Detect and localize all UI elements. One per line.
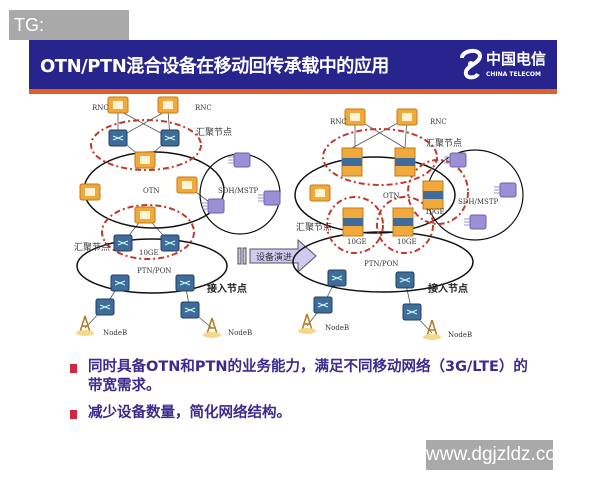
- switch-icon: [95, 298, 115, 316]
- sdh-node-icon: [201, 198, 225, 214]
- aggregation-label: 汇聚节点: [426, 138, 462, 149]
- nodeb-tower-icon: [297, 313, 317, 335]
- switch-icon: [175, 274, 195, 292]
- hybrid-highlight: [376, 196, 434, 254]
- arrow-label: 设备演进: [256, 251, 292, 263]
- bullet-item: 同时具备OTN和PTN的业务能力，满足不同移动网络（3G/LTE）的带宽需求。: [68, 358, 538, 396]
- aggregation-label: 汇聚节点: [296, 222, 332, 233]
- ptn-ring: [292, 231, 474, 293]
- bullet-marker-icon: [70, 410, 77, 419]
- otn-label: OTN: [143, 187, 160, 195]
- aggregation-highlight: [90, 119, 202, 171]
- access-label: 接入节点: [428, 282, 468, 295]
- evolution-arrow: 设备演进: [237, 238, 317, 274]
- 10ge-label: 10GE: [425, 208, 445, 216]
- hybrid-node-icon: [422, 180, 444, 210]
- nodeb-label: NodeB: [325, 324, 349, 332]
- otn-node-icon: [134, 206, 156, 224]
- rnc-label: RNC: [92, 104, 109, 112]
- switch-icon: [313, 296, 333, 314]
- hybrid-node-icon: [341, 147, 363, 177]
- china-telecom-logo: 中国电信 CHINA TELECOM: [458, 46, 553, 84]
- nodeb-label: NodeB: [448, 331, 472, 339]
- sdh-label: SDH/MSTP: [218, 187, 259, 195]
- bullet-list: 同时具备OTN和PTN的业务能力，满足不同移动网络（3G/LTE）的带宽需求。 …: [68, 358, 538, 431]
- sdh-node-icon: [443, 152, 467, 168]
- rnc-label: RNC: [330, 118, 347, 126]
- rnc-icon: [344, 108, 366, 126]
- 10ge-label: 10GE: [139, 249, 159, 257]
- ptn-label: PTN/PON: [364, 260, 398, 268]
- hybrid-highlight: [407, 159, 469, 225]
- hybrid-node-icon: [392, 207, 414, 237]
- slide-title: OTN/PTN混合设备在移动回传承载中的应用: [40, 56, 389, 77]
- sdh-node-icon: [493, 182, 517, 198]
- switch-icon: [180, 301, 200, 319]
- nodeb-label: NodeB: [228, 329, 252, 337]
- switch-icon: [327, 269, 347, 287]
- nodeb-tower-icon: [75, 315, 95, 337]
- logo-text-en: CHINA TELECOM: [486, 71, 541, 78]
- otn-node-icon: [79, 183, 101, 201]
- watermark-bottom: www.dgjzldz.com: [426, 440, 572, 470]
- switch-icon: [160, 234, 180, 252]
- rnc-label: RNC: [195, 104, 212, 112]
- aggregation-label: 汇聚节点: [196, 127, 232, 138]
- otn-node-icon: [134, 151, 156, 169]
- logo-text-cn: 中国电信: [486, 50, 547, 68]
- 10ge-label: 10GE: [397, 238, 417, 246]
- hybrid-node-icon: [342, 207, 364, 237]
- bullet-marker-icon: [70, 364, 77, 373]
- otn-node-icon: [309, 184, 331, 202]
- access-label: 接入节点: [207, 282, 247, 295]
- switch-icon: [113, 234, 133, 252]
- sdh-node-icon: [463, 214, 487, 230]
- rnc-icon: [157, 96, 179, 114]
- hybrid-highlight: [322, 128, 438, 186]
- aggregation-label: 汇聚节点: [74, 242, 110, 253]
- aggregation-highlight: [101, 204, 195, 260]
- bullet-text: 减少设备数量，简化网络结构。: [88, 405, 291, 421]
- hybrid-node-icon: [394, 147, 416, 177]
- nodeb-tower-icon: [422, 319, 442, 341]
- rnc-icon: [396, 108, 418, 126]
- rnc-label: RNC: [430, 118, 447, 126]
- banner-stripe: [29, 89, 557, 94]
- nodeb-label: NodeB: [103, 329, 127, 337]
- telecom-swirl-icon: [460, 49, 483, 80]
- switch-icon: [160, 129, 180, 147]
- nodeb-tower-icon: [202, 317, 222, 339]
- sdh-node-icon: [257, 190, 281, 206]
- bullet-item: 减少设备数量，简化网络结构。: [68, 404, 538, 423]
- ptn-ring: [76, 238, 228, 294]
- otn-node-icon: [176, 176, 198, 194]
- switch-icon: [108, 129, 128, 147]
- 10ge-label: 10GE: [347, 238, 367, 246]
- bullet-text: 同时具备OTN和PTN的业务能力，满足不同移动网络（3G/LTE）的带宽需求。: [88, 359, 528, 394]
- otn-label: OTN: [383, 192, 400, 200]
- switch-icon: [395, 271, 415, 289]
- hybrid-highlight: [326, 196, 384, 254]
- ptn-label: PTN/PON: [137, 267, 171, 275]
- right-diagram: RNC RNC 汇聚节点 OTN SDH/MSTP 10GE 汇聚节点 10GE…: [292, 108, 524, 341]
- switch-icon: [110, 274, 130, 292]
- switch-icon: [402, 303, 422, 321]
- rnc-icon: [107, 96, 129, 114]
- otn-ring: [294, 156, 456, 234]
- left-diagram: RNC RNC 汇聚节点 OTN SDH/MSTP 汇聚节点 10GE PTN/…: [74, 96, 281, 339]
- sdh-label: SDH/MSTP: [458, 198, 499, 206]
